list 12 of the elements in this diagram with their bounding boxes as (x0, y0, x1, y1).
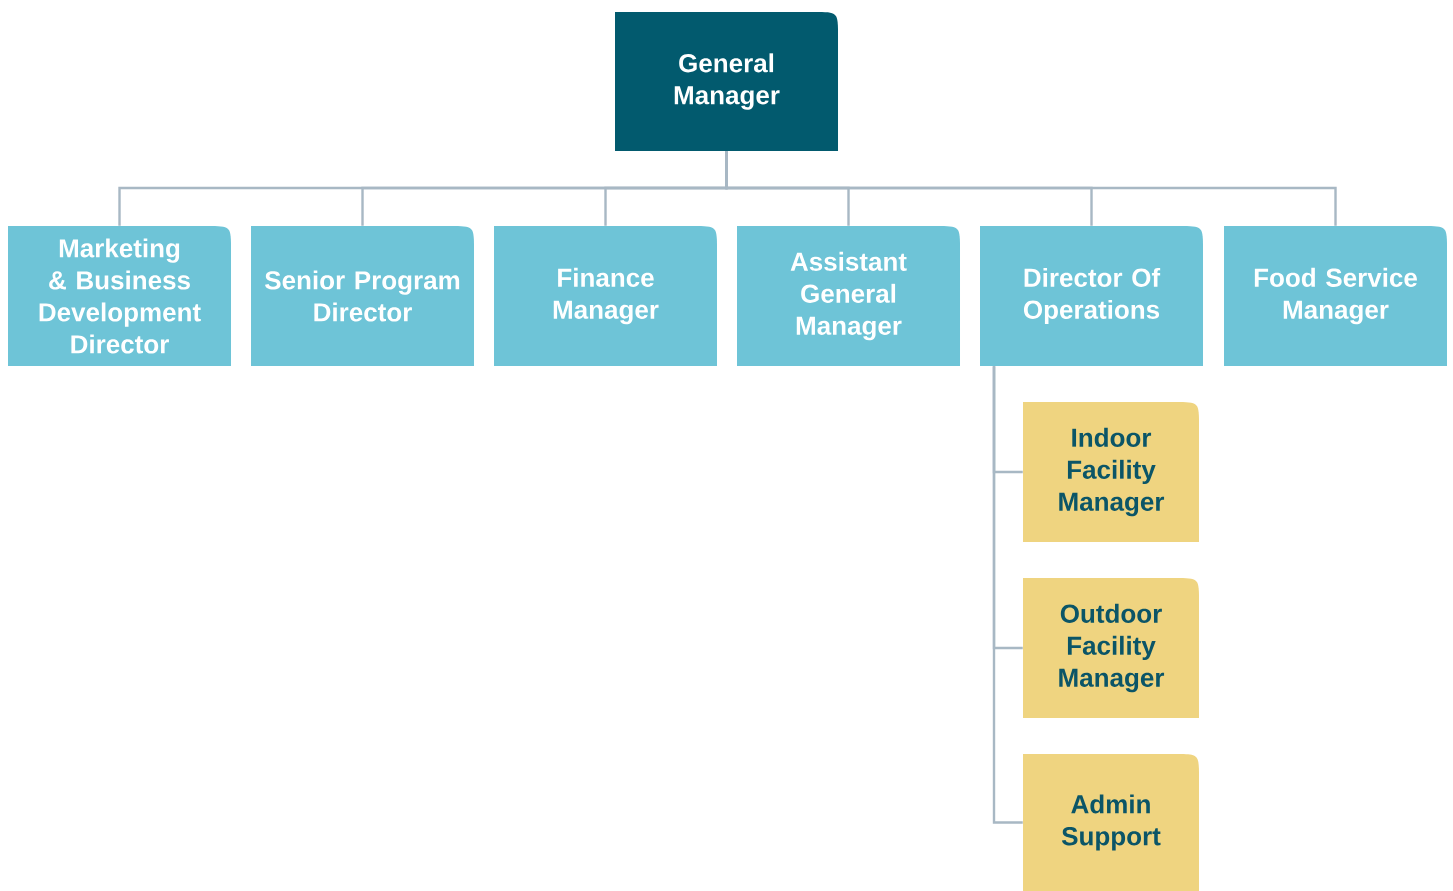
org-box: Assistant General Manager (737, 226, 960, 366)
connector-line (992, 366, 1023, 824)
org-box: Senior Program Director (251, 226, 474, 366)
org-box: Finance Manager (494, 226, 717, 366)
org-box: Director Of Operations (980, 226, 1203, 366)
org-box: Admin Support (1023, 754, 1199, 891)
org-box: Indoor Facility Manager (1023, 402, 1199, 542)
org-box: Outdoor Facility Manager (1023, 578, 1199, 718)
org-box: Marketing & Business Development Director (8, 226, 231, 366)
connector-line (725, 151, 1337, 226)
org-box: General Manager (615, 12, 838, 151)
org-box: Food Service Manager (1224, 226, 1447, 366)
